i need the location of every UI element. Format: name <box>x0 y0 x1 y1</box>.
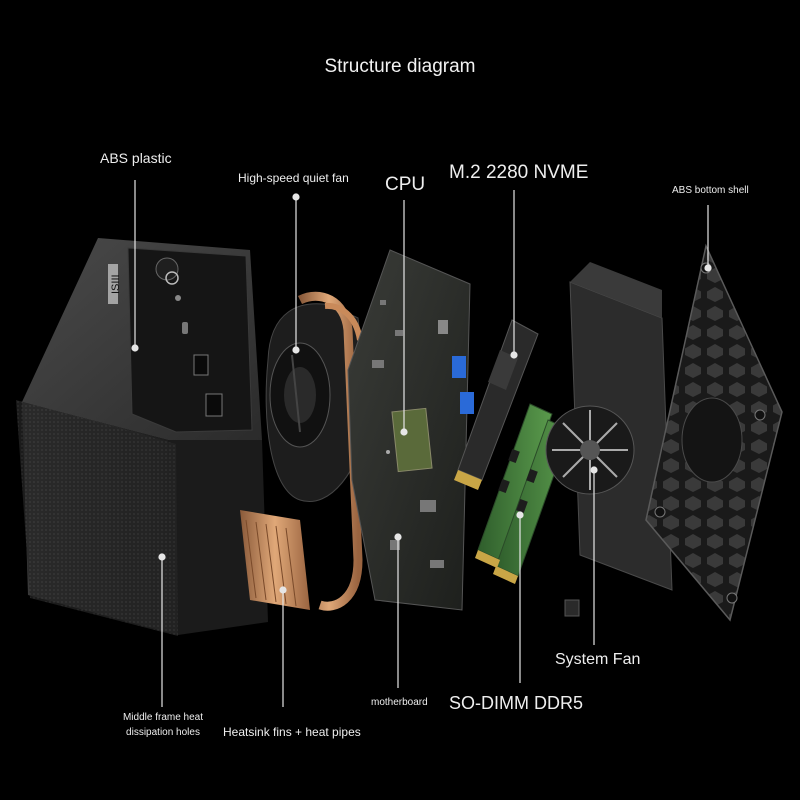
label-heatsink: Heatsink fins + heat pipes <box>223 725 361 739</box>
blower-fan <box>265 303 369 502</box>
leader-lines <box>131 180 712 707</box>
label-bottom-shell: ABS bottom shell <box>672 185 749 196</box>
mini-pc-case: ISIII <box>16 238 268 636</box>
label-system-fan: System Fan <box>555 651 641 668</box>
label-middle-frame: Middle frame heat dissipation holes <box>104 712 222 738</box>
label-fan: High-speed quiet fan <box>238 171 349 185</box>
label-abs-plastic: ABS plastic <box>100 150 172 166</box>
label-cpu: CPU <box>385 174 426 195</box>
label-middle-frame-line2: dissipation holes <box>126 727 200 738</box>
diagram-title: Structure diagram <box>324 56 476 77</box>
cpu-chip <box>391 407 433 473</box>
brand-logo: ISIII <box>110 274 122 294</box>
bottom-tray <box>545 262 673 617</box>
label-ram: SO-DIMM DDR5 <box>449 693 583 713</box>
abs-bottom-shell <box>645 243 783 622</box>
motherboard <box>347 249 474 611</box>
label-middle-frame-line1: Middle frame heat <box>122 712 204 723</box>
m2-ssd <box>454 319 539 490</box>
label-motherboard: motherboard <box>371 697 428 708</box>
label-ssd: M.2 2280 NVME <box>449 162 589 183</box>
